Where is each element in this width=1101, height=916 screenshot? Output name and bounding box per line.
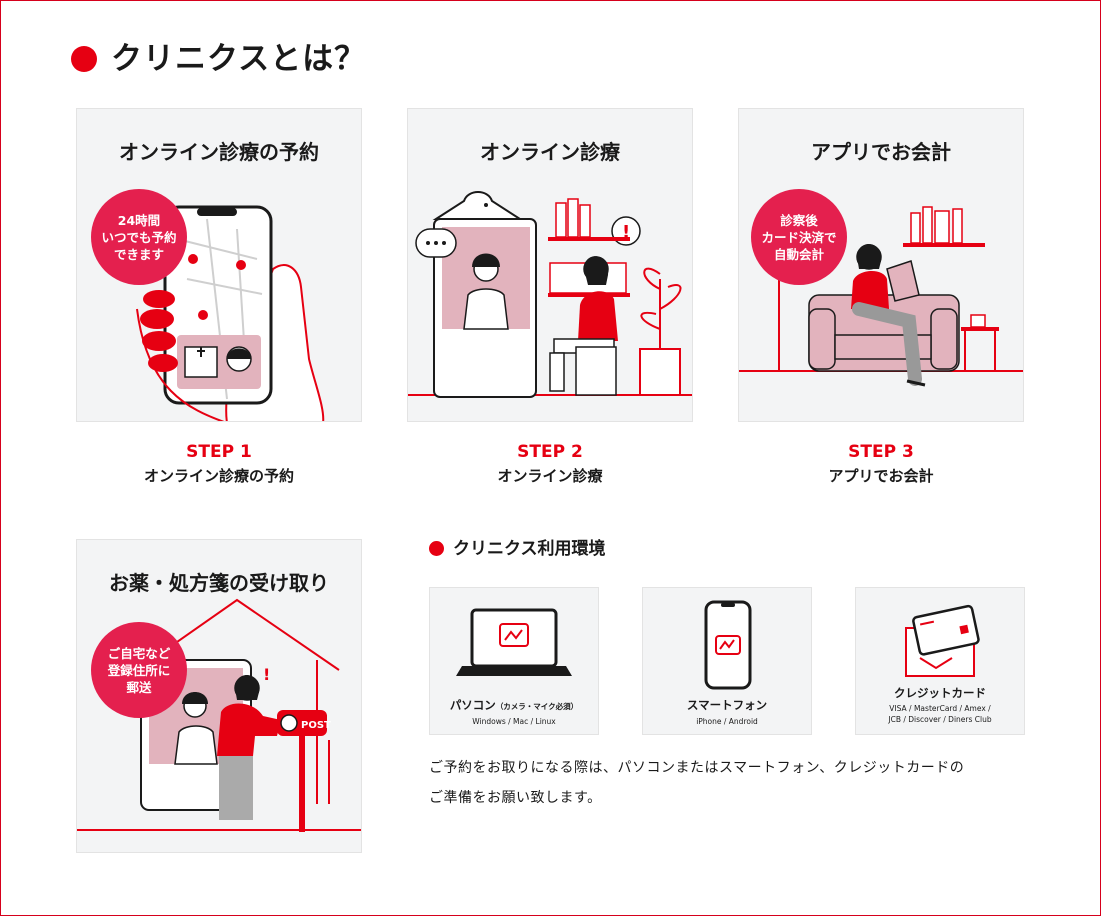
- step3-name: アプリでお会計: [828, 467, 934, 485]
- env-card-label: クレジットカード: [894, 686, 986, 700]
- env-bullet-icon: [429, 541, 444, 556]
- step3-badge: 診察後 カード決済で 自動会計: [751, 189, 847, 285]
- header-bullet-icon: [71, 46, 97, 72]
- step2-card-title: オンライン診療: [480, 140, 620, 164]
- delivery-badge: ご自宅など 登録住所に 郵送: [91, 622, 187, 718]
- env-card-card: クレジットカード VISA / MasterCard / Amex / JCB …: [855, 587, 1025, 735]
- svg-text:!: !: [263, 665, 270, 684]
- svg-text:!: !: [622, 222, 630, 243]
- step3-card: アプリでお会計 診察後 カード決済で 自動会計: [738, 108, 1024, 422]
- env-title: クリニクス利用環境: [453, 539, 606, 559]
- env-card-sub: VISA / MasterCard / Amex / JCB / Discove…: [888, 704, 992, 724]
- step2-card: オンライン診療 !: [407, 108, 693, 422]
- step3-card-title: アプリでお会計: [811, 140, 951, 164]
- video-consultation-illustration: !: [408, 191, 692, 398]
- credit-card-icon: [905, 604, 980, 677]
- env-phone-card: スマートフォン iPhone / Android: [642, 587, 812, 735]
- step2-label: STEP 2: [517, 442, 583, 462]
- phone-booking-illustration: [136, 205, 325, 421]
- step1-label: STEP 1: [186, 442, 252, 462]
- page-title: クリニクスとは？: [111, 41, 367, 77]
- env-pc-card: パソコン（カメラ・マイク必須） Windows / Mac / Linux: [429, 587, 599, 735]
- step1-badge: 24時間 いつでも予約 できます: [91, 189, 187, 285]
- env-description: ご予約をお取りになる際は、パソコンまたはスマートフォン、クレジットカードの ご準…: [429, 760, 965, 806]
- env-phone-sub: iPhone / Android: [696, 717, 758, 726]
- delivery-card: お薬・処方箋の受け取り ご自宅など 登録住所に 郵送 ! POST: [76, 539, 362, 853]
- env-pc-label: パソコン（カメラ・マイク必須）: [449, 698, 579, 712]
- step3-label: STEP 3: [848, 442, 914, 462]
- step1-card-title: オンライン診療の予約: [119, 140, 319, 164]
- env-pc-sub: Windows / Mac / Linux: [472, 717, 556, 726]
- step1-name: オンライン診療の予約: [143, 467, 294, 485]
- app-payment-illustration: [739, 206, 1023, 387]
- post-label: POST: [301, 720, 331, 731]
- env-phone-label: スマートフォン: [686, 698, 768, 712]
- smartphone-icon: [704, 600, 752, 690]
- delivery-card-title: お薬・処方箋の受け取り: [109, 571, 329, 595]
- step1-card: オンライン診療の予約 24時間 いつでも予約 できます: [76, 108, 362, 422]
- step2-name: オンライン診療: [497, 467, 603, 485]
- laptop-icon: [456, 608, 572, 676]
